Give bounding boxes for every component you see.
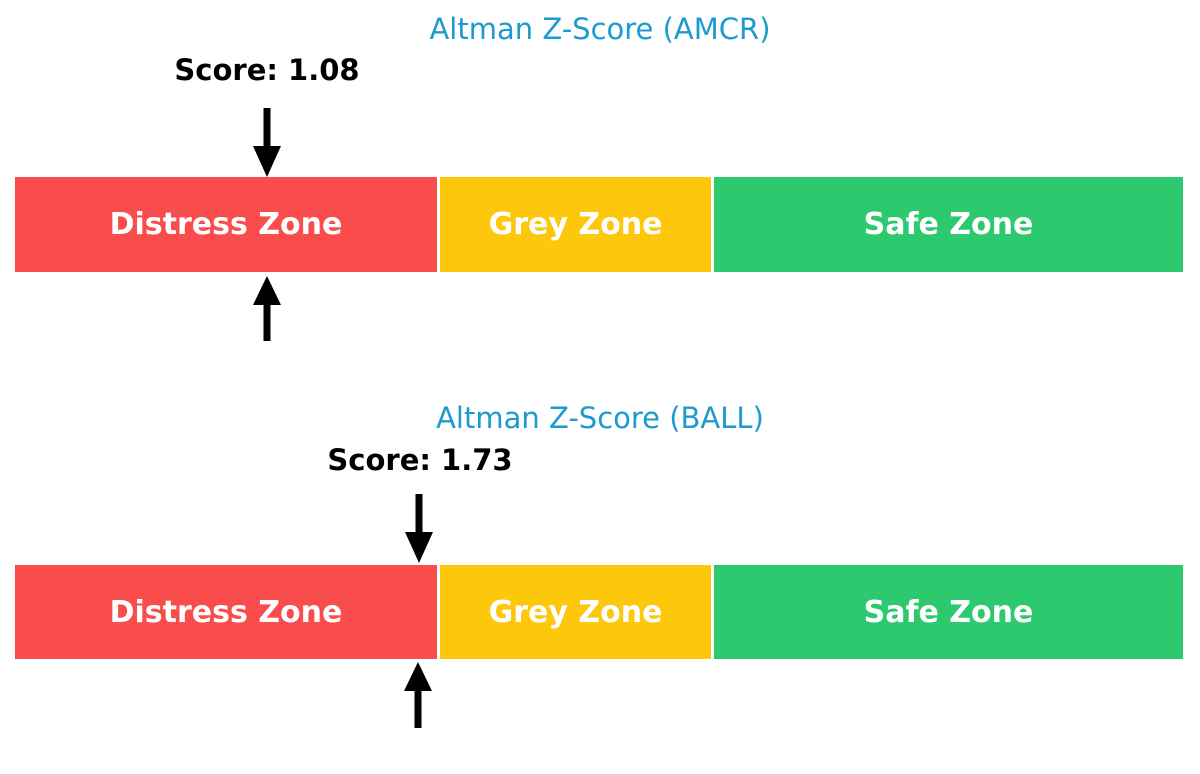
- zone-bar-ball: Distress Zone Grey Zone Safe Zone: [15, 565, 1183, 659]
- score-label-amcr: Score: 1.08: [174, 53, 360, 87]
- down-arrow-icon: [405, 494, 433, 563]
- grey-zone-segment: Grey Zone: [440, 177, 711, 272]
- distress-zone-segment: Distress Zone: [15, 565, 437, 659]
- safe-zone-segment: Safe Zone: [714, 177, 1183, 272]
- distress-zone-segment: Distress Zone: [15, 177, 437, 272]
- zone-bar-amcr: Distress Zone Grey Zone Safe Zone: [15, 177, 1183, 272]
- up-arrow-icon: [404, 662, 432, 728]
- score-label-ball: Score: 1.73: [327, 443, 513, 477]
- down-arrow-icon: [253, 108, 281, 177]
- up-arrow-icon: [253, 276, 281, 341]
- grey-zone-segment: Grey Zone: [440, 565, 711, 659]
- safe-zone-segment: Safe Zone: [714, 565, 1183, 659]
- chart-title-ball: Altman Z-Score (BALL): [436, 401, 764, 435]
- chart-title-amcr: Altman Z-Score (AMCR): [429, 12, 771, 46]
